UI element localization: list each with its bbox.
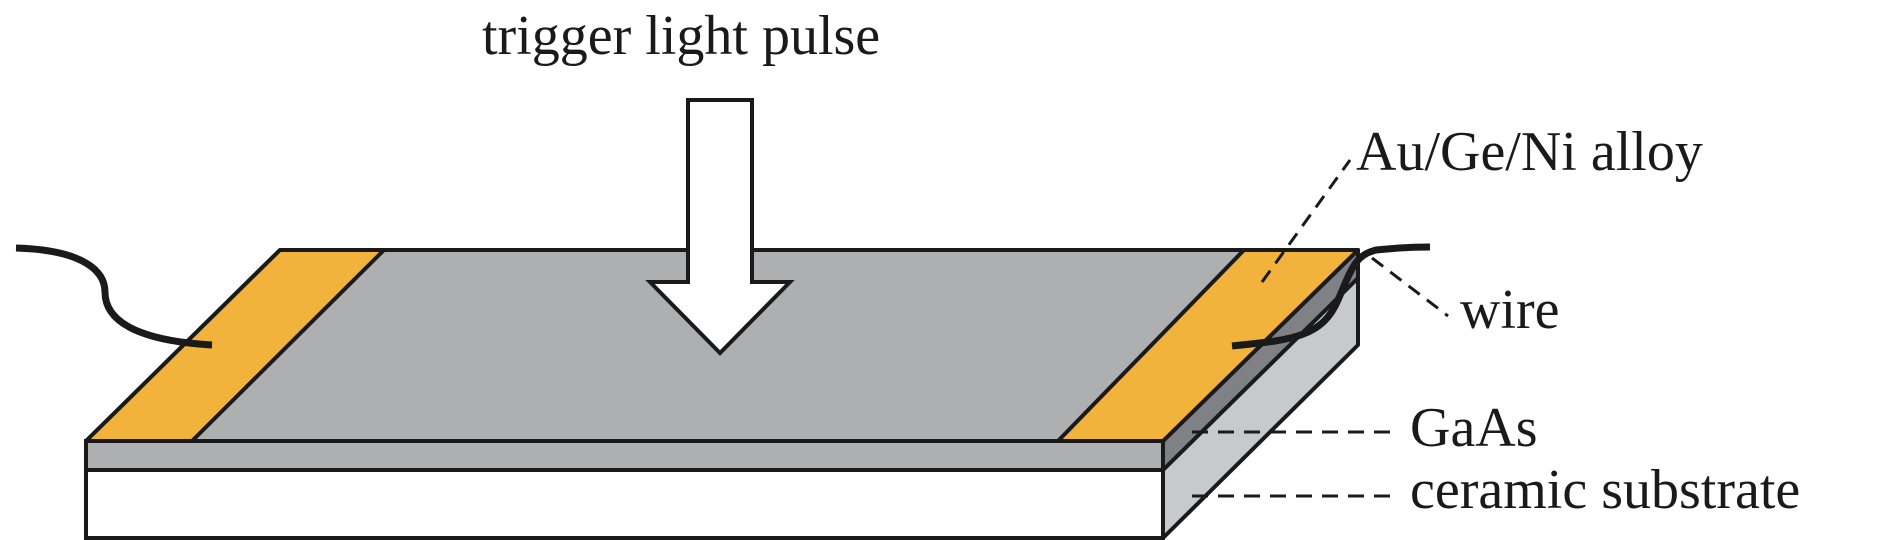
light-pulse-arrow <box>645 98 795 356</box>
left-electrode <box>84 248 386 443</box>
alloy-leader-line <box>1260 159 1352 283</box>
wire-label: wire <box>1460 279 1560 341</box>
left-wire <box>15 244 213 349</box>
right-electrode <box>1056 248 1360 443</box>
alloy-label: Au/Ge/Ni alloy <box>1356 121 1703 183</box>
substrate-front-face <box>84 468 1165 540</box>
right-wire <box>1231 243 1431 350</box>
gaas-front-face <box>84 439 1165 472</box>
gaas-label: GaAs <box>1410 397 1538 459</box>
wire-leader-line <box>1371 256 1449 318</box>
ceramic-substrate-label: ceramic substrate <box>1410 459 1801 521</box>
trigger-light-pulse-label: trigger light pulse <box>482 5 881 67</box>
